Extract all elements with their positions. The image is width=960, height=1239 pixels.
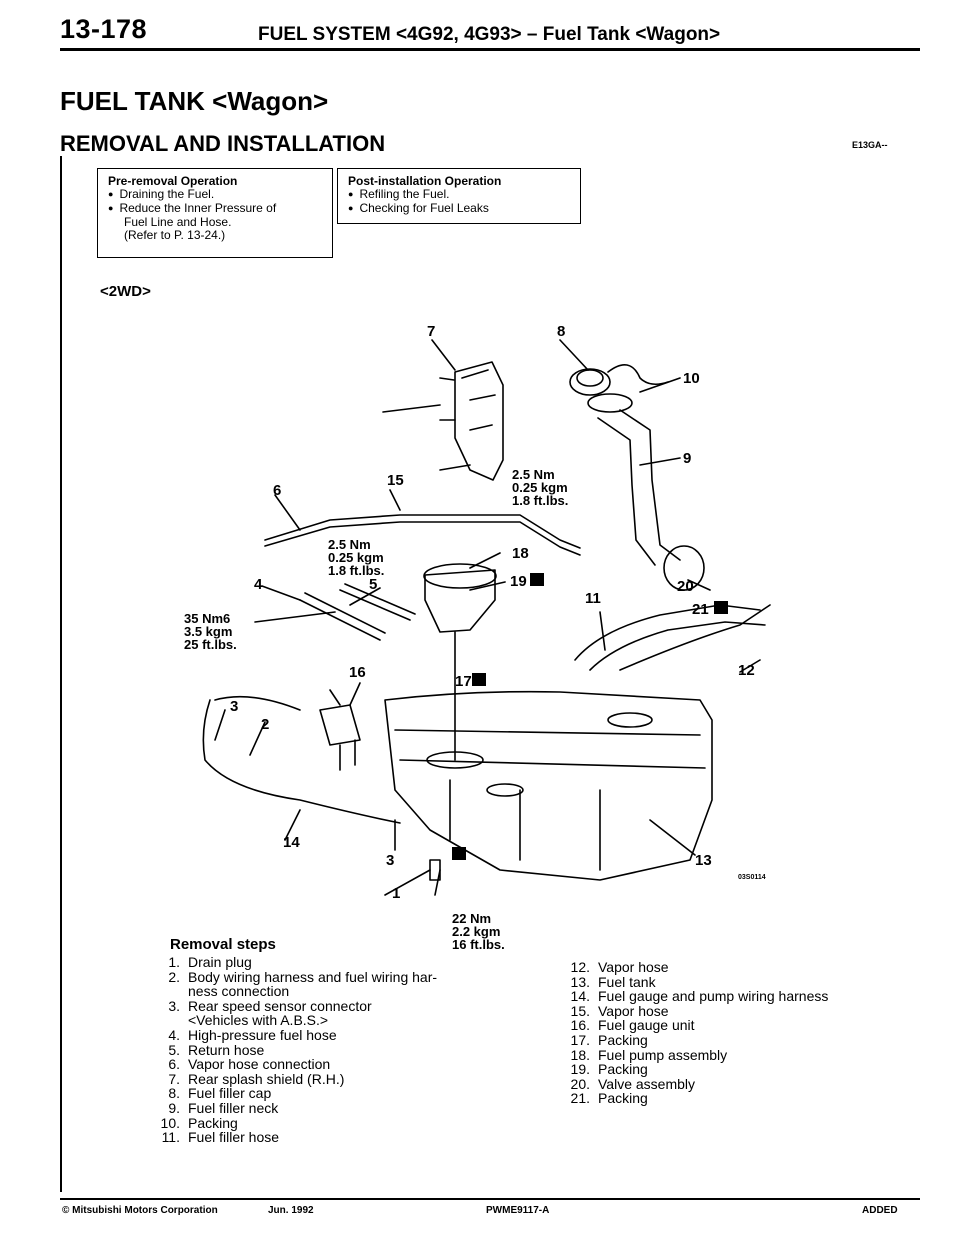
wiring-harness: [202, 699, 401, 824]
footer-rule: [60, 1198, 920, 1200]
post-installation-heading: Post-installation Operation: [348, 174, 502, 188]
figure-id: 03S0114: [738, 874, 766, 881]
fuel-filler-hose: [574, 604, 761, 661]
drain-plug: [429, 859, 441, 881]
footer-date: Jun. 1992: [268, 1205, 314, 1216]
callout-21: 21: [692, 601, 709, 618]
fuel-filler-neck: [619, 409, 681, 561]
list-item: ness connection: [188, 983, 290, 1000]
n-mark-drain: [452, 847, 466, 860]
pre-removal-item: Fuel Line and Hose.: [124, 215, 232, 229]
vapor-hose-12: [619, 604, 771, 671]
callout-14: 14: [283, 834, 300, 851]
footer-copyright: © Mitsubishi Motors Corporation: [62, 1205, 218, 1216]
fuel-gauge-unit: [319, 704, 361, 746]
vapor-hose-15: [264, 514, 581, 549]
list-item: 4.High-pressure fuel hose: [168, 1026, 337, 1043]
list-item: 7.Rear splash shield (R.H.): [168, 1070, 345, 1087]
callout-3b: 3: [386, 852, 395, 869]
callout-9: 9: [683, 450, 692, 467]
footer-doc-code: PWME9117-A: [486, 1205, 550, 1216]
list-item: 15.Vapor hose: [570, 1002, 669, 1019]
variant-label: <2WD>: [100, 283, 151, 300]
callout-19: 19: [510, 573, 527, 590]
callout-6: 6: [273, 482, 282, 499]
list-item: 14.Fuel gauge and pump wiring harness: [570, 988, 829, 1005]
list-item: 10.Packing: [160, 1114, 238, 1131]
margin-rule: [60, 156, 62, 1192]
list-item: 5.Return hose: [168, 1041, 265, 1058]
list-item: 11.Fuel filler hose: [161, 1129, 280, 1146]
callout-20: 20: [677, 578, 694, 595]
callout-7: 7: [427, 323, 436, 340]
callout-13: 13: [695, 852, 712, 869]
page-number: 13-178: [60, 14, 148, 44]
callout-8: 8: [557, 323, 566, 340]
high-pressure-hose: [299, 592, 386, 641]
section-code: E13GA--: [852, 140, 888, 150]
callout-16: 16: [349, 664, 366, 681]
callout-4: 4: [254, 576, 263, 593]
list-item: 1.Drain plug: [168, 954, 252, 970]
pre-removal-item: Reduce the Inner Pressure of: [108, 202, 324, 216]
list-item: 9.Fuel filler neck: [168, 1099, 279, 1116]
pre-removal-box: Pre-removal Operation Draining the Fuel.…: [97, 168, 333, 258]
callout-2: 2: [261, 716, 270, 733]
post-installation-item: Checking for Fuel Leaks: [348, 202, 572, 216]
post-installation-item: Refiling the Fuel.: [348, 188, 572, 202]
callout-1: 1: [392, 885, 401, 902]
n-mark-19: [530, 573, 544, 586]
callout-5: 5: [369, 576, 378, 593]
list-item: 19.Packing: [570, 1061, 648, 1078]
pre-removal-item: Draining the Fuel.: [108, 188, 324, 202]
callout-17: 17: [455, 673, 472, 690]
list-item: 16.Fuel gauge unit: [570, 1017, 695, 1034]
packing-ring: [587, 393, 633, 413]
list-item: 8.Fuel filler cap: [168, 1085, 272, 1102]
fuel-pump-assembly: [424, 569, 496, 633]
list-item: 18.Fuel pump assembly: [570, 1046, 728, 1063]
callout-18: 18: [512, 545, 529, 562]
n-mark-17: [472, 673, 486, 686]
removal-steps-heading: Removal steps: [170, 936, 276, 953]
list-item: 20.Valve assembly: [570, 1075, 696, 1092]
list-item: 21.Packing: [570, 1090, 648, 1107]
page-title: FUEL TANK <Wagon>: [60, 86, 329, 116]
callout-12: 12: [738, 662, 755, 679]
callout-15: 15: [387, 472, 404, 489]
list-item: 3.Rear speed sensor connector: [168, 997, 372, 1014]
fuel-tank: [384, 690, 713, 881]
list-item: 2.Body wiring harness and fuel wiring ha…: [168, 968, 438, 985]
list-item: 17.Packing: [570, 1031, 648, 1048]
callout-11: 11: [585, 590, 601, 607]
removal-steps-left: 1.Drain plug 2.Body wiring harness and f…: [150, 955, 480, 1145]
list-item: <Vehicles with A.B.S.>: [188, 1012, 329, 1029]
n-mark-21: [714, 601, 728, 614]
callout-10: 10: [683, 370, 700, 387]
list-item: 6.Vapor hose connection: [168, 1056, 331, 1073]
removal-steps-right: 12.Vapor hose 13.Fuel tank 14.Fuel gauge…: [560, 960, 900, 1106]
splash-shield: [454, 361, 504, 481]
post-installation-box: Post-installation Operation Refiling the…: [337, 168, 581, 224]
list-item: 13.Fuel tank: [570, 973, 656, 990]
header-rule: [60, 48, 920, 51]
page-subtitle: REMOVAL AND INSTALLATION: [60, 131, 386, 156]
footer-status: ADDED: [862, 1205, 898, 1216]
fuel-filler-cap: [569, 368, 611, 396]
return-hose: [339, 583, 416, 621]
pre-removal-item: (Refer to P. 13-24.): [124, 228, 226, 242]
section-title: FUEL SYSTEM <4G92, 4G93> – Fuel Tank <Wa…: [258, 24, 721, 45]
pre-removal-heading: Pre-removal Operation: [108, 174, 238, 188]
list-item: 12.Vapor hose: [570, 959, 669, 975]
callout-3a: 3: [230, 698, 239, 715]
